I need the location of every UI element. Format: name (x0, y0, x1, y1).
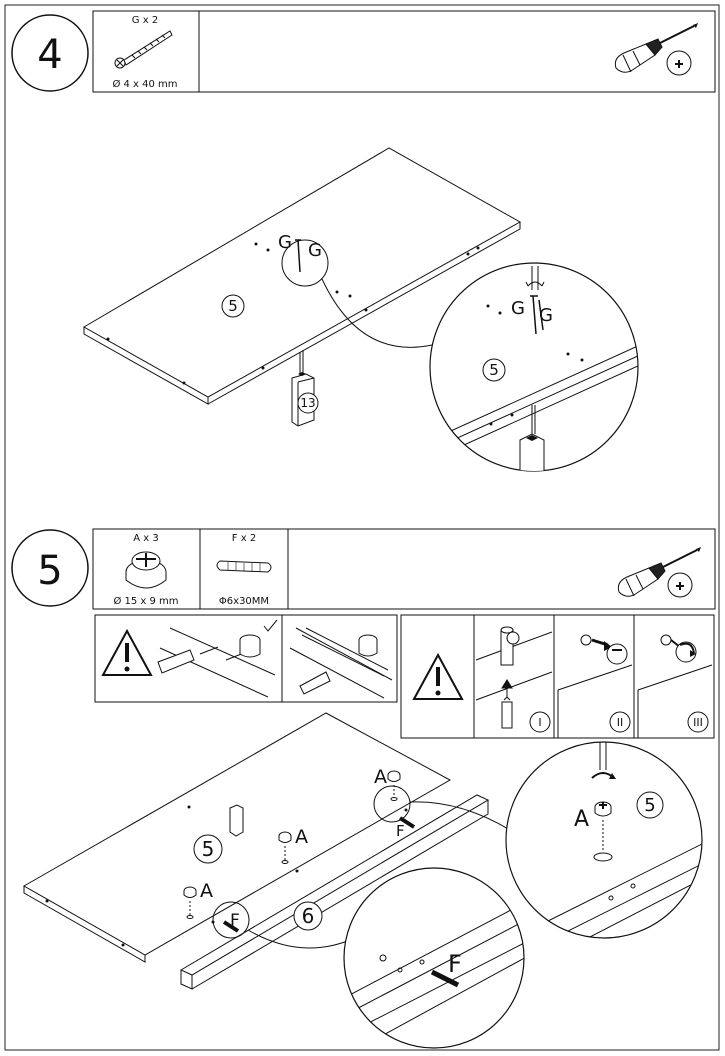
cam-lock-a-icon (125, 551, 167, 589)
step-5-zoom-f-label: F (448, 950, 462, 978)
step-5-label-a-left: A (200, 880, 213, 902)
warning-icon-2 (412, 652, 464, 700)
hardware-a-size: Ø 15 x 9 mm (113, 595, 178, 607)
dowel-warning-box (94, 614, 398, 703)
step-4-panel-label: 5 (228, 297, 238, 315)
screwdriver-icon-2 (617, 547, 701, 598)
step-5-label-f-top: F (396, 822, 405, 840)
leg-13 (291, 350, 315, 427)
rail-label-circle (293, 901, 323, 931)
hardware-f-size: Φ6x30MM (219, 596, 269, 607)
step-4: 4 G x 2 Ø 4 x 40 mm (11, 10, 716, 472)
dowel-f-top (398, 816, 416, 829)
cam-lock-a-left (183, 886, 197, 919)
step-5-number-circle (11, 529, 89, 607)
hardware-f-qty: F x 2 (232, 533, 256, 544)
step-iii-label: III (693, 716, 703, 729)
screw-g-small (295, 239, 301, 273)
rail-6 (179, 794, 490, 990)
step-ii-label: II (617, 716, 624, 729)
hardware-g-qty: G x 2 (132, 15, 158, 26)
step-5-label-a-top: A (374, 766, 387, 788)
step-ii-illustration (557, 634, 633, 738)
step-i-label: I (538, 716, 541, 729)
detail-marker-f (212, 901, 250, 939)
dowel-f-left (222, 920, 240, 933)
step-iii-label-circle (687, 711, 709, 733)
cam-lock-a-mid (278, 831, 292, 864)
cam-lock-a-top (387, 770, 401, 801)
hardware-a-qty: A x 3 (133, 533, 158, 544)
step-5-label-f-left: F (230, 911, 240, 931)
leg-label: 13 (300, 396, 315, 410)
step-5-hardware-box (92, 528, 716, 610)
rail-label: 6 (302, 904, 315, 928)
step-4-number-circle (11, 14, 89, 92)
incorrect-dowel-insertion (289, 627, 393, 699)
detail-marker-a (373, 785, 411, 823)
step-5-zoom-circle-a (505, 741, 703, 939)
step-5-panel-label-circle (193, 834, 223, 864)
hardware-g-size: Ø 4 x 40 mm (112, 78, 177, 90)
step-4-zoom-panel-circle (482, 358, 506, 382)
step-4-zoom-g-left: G (511, 298, 525, 319)
step-5-panel-label: 5 (202, 837, 215, 861)
checkmark-icon (263, 619, 278, 632)
warning-icon (101, 628, 153, 676)
step-5-zoom-a-label: A (574, 807, 589, 832)
step-5-zoom-panel-circle (636, 791, 664, 819)
zoom-screwdriver-tip (531, 266, 539, 290)
zoom-dowel-f (430, 969, 460, 988)
step-ii-label-circle (609, 711, 631, 733)
screw-g-icon (114, 30, 173, 69)
step-4-number: 4 (37, 32, 62, 78)
leg-block (229, 804, 244, 837)
step-4-panel-label-circle (221, 294, 245, 318)
step-5: 5 A x 3 Ø 15 x 9 mm F x 2 Φ6x30MM (11, 528, 716, 1049)
step-i-label-circle (529, 711, 551, 733)
step-iii-illustration (637, 634, 713, 738)
leg-label-circle (297, 392, 319, 414)
page-border (4, 4, 720, 1051)
step-4-zoom-g-right: G (539, 305, 553, 326)
step-4-label-g-left: G (278, 232, 292, 253)
step-4-label-g-right: G (308, 240, 322, 261)
correct-dowel-insertion (157, 619, 278, 698)
step-5-zoom-panel-label: 5 (644, 795, 655, 816)
step-5-zoom-circle-f (343, 867, 525, 1049)
step-4-hardware-box (92, 10, 716, 93)
dowel-f-icon (216, 560, 272, 573)
panel-5-tabletop (82, 147, 522, 405)
step-4-detail-marker (281, 239, 329, 287)
screwdriver-icon (614, 23, 698, 76)
step-5-label-a-mid: A (295, 826, 308, 848)
step-4-zoom-panel-label: 5 (489, 361, 499, 379)
step-i-illustration (475, 626, 553, 729)
step-5-number: 5 (37, 548, 62, 594)
